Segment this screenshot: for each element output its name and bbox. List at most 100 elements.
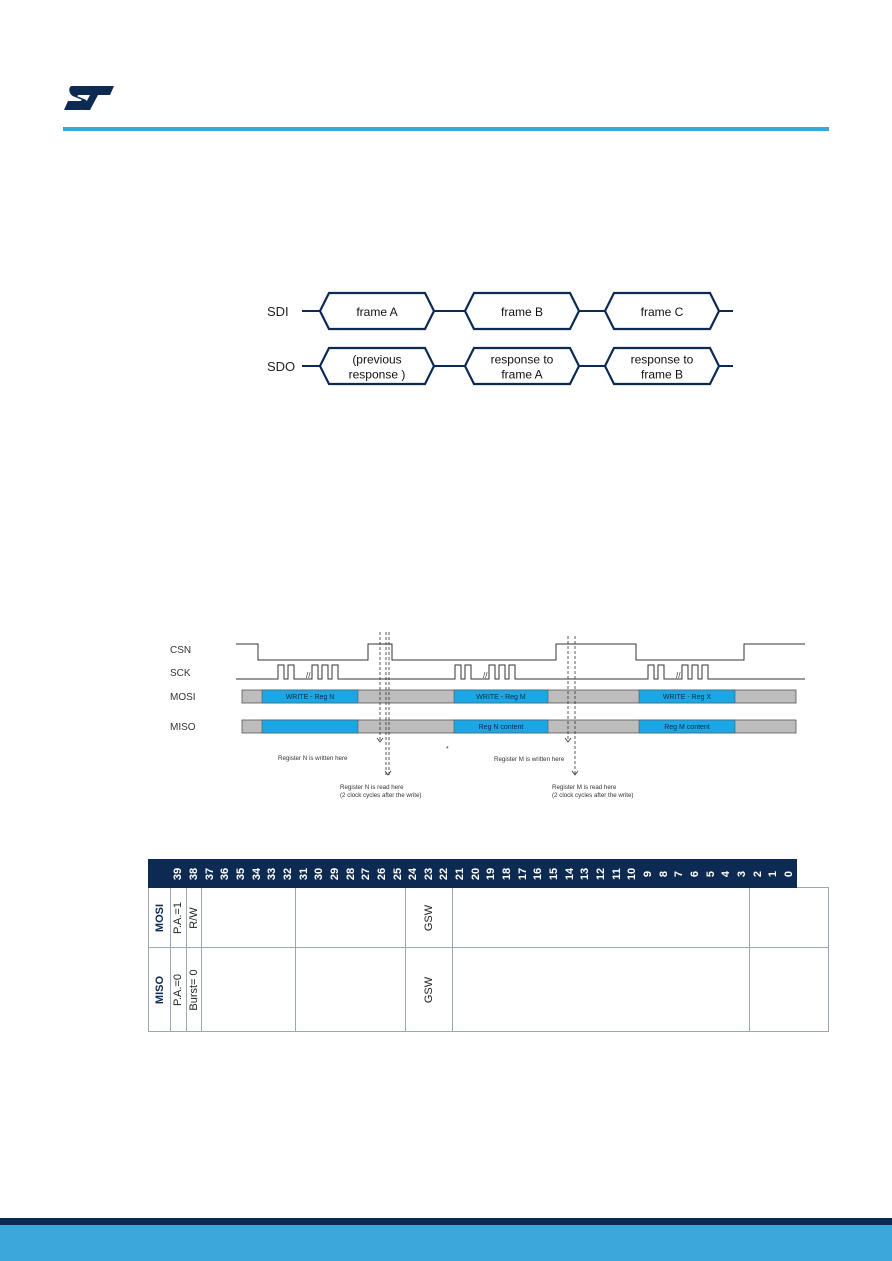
signal-label: SDO xyxy=(267,359,295,374)
bit-header-3: 3 xyxy=(733,859,751,888)
sck-break-mark: // xyxy=(676,671,681,680)
bit-header-18: 18 xyxy=(498,859,516,888)
frame-box xyxy=(463,291,581,331)
frame-box xyxy=(603,346,721,386)
bit-header-28: 28 xyxy=(342,859,359,888)
bit-header-13: 13 xyxy=(577,859,594,888)
bit-header-21: 21 xyxy=(451,859,469,888)
frame-box xyxy=(603,291,721,331)
bit-header-8: 8 xyxy=(655,859,672,888)
bit-header-33: 33 xyxy=(263,859,281,888)
mosi-bit-39: P.A.=1 xyxy=(170,887,187,948)
bus-field xyxy=(261,689,359,704)
timing-signal-mosi: MOSI xyxy=(170,692,196,703)
mosi-bit-38: R/W xyxy=(185,887,203,948)
st-logo-icon xyxy=(64,86,114,110)
bit-header-4: 4 xyxy=(717,859,735,888)
mosi-bits-37-32 xyxy=(201,887,297,948)
frame-box xyxy=(463,346,581,386)
event-annotation: Register M is written here xyxy=(494,756,565,763)
bit-header-38: 38 xyxy=(185,859,203,888)
frame-label: frame A xyxy=(501,368,542,382)
bit-header-23: 23 xyxy=(420,859,438,888)
bit-header-25: 25 xyxy=(389,859,406,888)
frame-box xyxy=(318,291,436,331)
bus-field-label: WRITE - Reg X xyxy=(663,694,712,701)
bit-header-7: 7 xyxy=(671,859,688,888)
bit-header-9: 9 xyxy=(639,859,657,888)
bit-header-2: 2 xyxy=(749,859,766,888)
bit-header-30: 30 xyxy=(310,859,328,888)
footer-dark-band xyxy=(0,1218,892,1225)
miso-gsw: GSW xyxy=(404,947,453,1032)
bus-field-label: WRITE - Reg M xyxy=(476,694,526,701)
bit-header-27: 27 xyxy=(357,859,375,888)
miso-bits-37-32 xyxy=(201,947,297,1032)
bit-header-26: 26 xyxy=(373,859,391,888)
bit-header-12: 12 xyxy=(592,859,610,888)
bit-header-35: 35 xyxy=(232,859,250,888)
stray-marker: * xyxy=(446,746,449,753)
bit-header-1: 1 xyxy=(764,859,782,888)
frame-label: response ) xyxy=(349,368,406,382)
bit-header-16: 16 xyxy=(530,859,547,888)
bit-header-24: 24 xyxy=(404,859,422,888)
bit-header-20: 20 xyxy=(467,859,485,888)
bit-header-17: 17 xyxy=(514,859,532,888)
bit-header-6: 6 xyxy=(686,859,704,888)
bit-header-31: 31 xyxy=(295,859,312,888)
miso-bus: Reg N content Reg M content xyxy=(241,719,797,734)
bit-header-32: 32 xyxy=(279,859,297,888)
miso-bits-22-4 xyxy=(451,947,751,1032)
event-annotation: Register N is read here xyxy=(340,784,404,791)
bus-field xyxy=(638,719,736,734)
bit-header-37: 37 xyxy=(201,859,218,888)
mosi-gsw: GSW xyxy=(404,887,453,948)
event-arrow-icon xyxy=(384,770,392,776)
bus-field xyxy=(638,689,736,704)
miso-bit-39: P.A.=0 xyxy=(170,947,187,1032)
mosi-bits-31-25 xyxy=(295,887,406,948)
bus-field-label: WRITE - Reg N xyxy=(286,694,335,701)
event-annotation: (2 clock cycles after the write) xyxy=(340,792,422,799)
event-annotation: Register N is written here xyxy=(278,755,348,762)
row-label-miso: MISO xyxy=(148,947,171,1032)
event-arrow-icon xyxy=(376,737,384,743)
timing-signal-csn: CSN xyxy=(170,645,191,656)
footer-blue-band xyxy=(0,1225,892,1261)
frame-label: frame B xyxy=(501,305,543,319)
csn-waveform xyxy=(236,643,805,661)
bit-header-19: 19 xyxy=(483,859,500,888)
bus-field xyxy=(261,719,359,734)
header-corner xyxy=(148,859,171,888)
frame-label: response to xyxy=(631,353,694,367)
frame-box xyxy=(318,346,436,386)
sck-break-mark: // xyxy=(306,671,311,680)
bit-header-11: 11 xyxy=(608,859,626,888)
miso-bit-38: Burst= 0 xyxy=(185,947,203,1032)
header-rule xyxy=(63,127,829,131)
sck-break-mark: // xyxy=(483,671,488,680)
bit-header-22: 22 xyxy=(436,859,453,888)
timing-signal-sck: SCK xyxy=(170,668,191,679)
bit-header-10: 10 xyxy=(624,859,641,888)
bus-field-label: Reg N content xyxy=(479,724,524,731)
bus-field xyxy=(453,689,549,704)
row-label-mosi: MOSI xyxy=(148,887,171,948)
frame-label: (previous xyxy=(352,353,401,367)
bus-field-label: Reg M content xyxy=(664,724,710,731)
event-annotation: (2 clock cycles after the write) xyxy=(552,792,634,799)
bit-header-29: 29 xyxy=(326,859,344,888)
bit-header-15: 15 xyxy=(545,859,563,888)
mosi-bus: WRITE - Reg N WRITE - Reg M WRITE - Reg X xyxy=(241,689,797,704)
event-arrow-icon xyxy=(571,770,579,776)
event-annotation: Register M is read here xyxy=(552,784,617,791)
frame-label: response to xyxy=(491,353,554,367)
frame-label: frame B xyxy=(641,368,683,382)
bit-header-14: 14 xyxy=(561,859,579,888)
